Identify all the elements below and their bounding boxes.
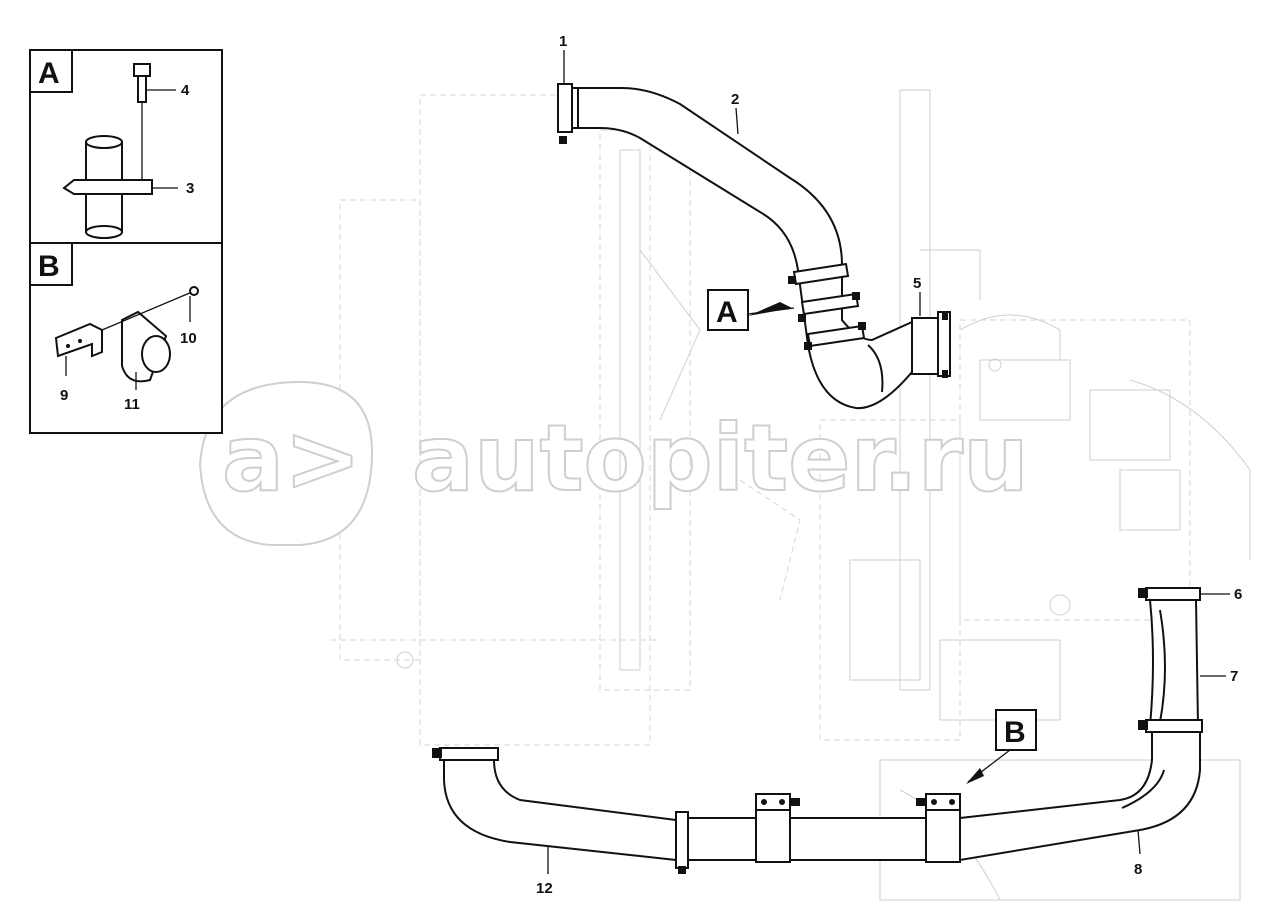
detail-b-title-box [29,242,73,286]
label-3: 3 [186,180,194,197]
flange-1 [557,83,573,133]
screw-icon [101,286,199,331]
flange-pipe-icon [62,135,178,239]
bolt-icon [133,63,176,185]
detail-a-title: A [38,57,60,90]
callout-a: A [707,289,795,331]
callout-b: B [966,709,1037,784]
detail-b-title: B [38,250,60,283]
detail-b-box: B 9 10 11 [29,242,223,434]
label-2: 2 [731,91,739,108]
label-7: 7 [1230,668,1238,685]
hose-7 [1148,599,1200,727]
label-10: 10 [180,330,197,347]
watermark-text: autopiter.ru [412,405,1029,512]
hose-clamps [788,262,866,350]
label-1: 1 [559,33,567,50]
label-5: 5 [913,275,921,292]
label-6: 6 [1234,586,1242,603]
detail-a-box: A 4 3 [29,49,223,244]
bracket-icon [54,322,103,376]
coupling-ring [675,811,689,869]
callout-b-label: B [1004,716,1026,749]
detail-a-title-box [29,49,73,93]
clamp-icon [121,310,171,390]
label-4: 4 [181,82,190,99]
callout-a-label: A [716,296,738,329]
watermark-logo-glyph: a> [222,405,361,512]
nut-1 [559,136,567,144]
label-11: 11 [124,396,140,413]
label-9: 9 [60,387,68,404]
watermark: a> autopiter.ru [198,380,1030,546]
label-8: 8 [1134,861,1142,878]
lower-pipe-assembly [432,587,1230,874]
upper-pipe-assembly [557,50,951,410]
label-12: 12 [536,880,553,897]
